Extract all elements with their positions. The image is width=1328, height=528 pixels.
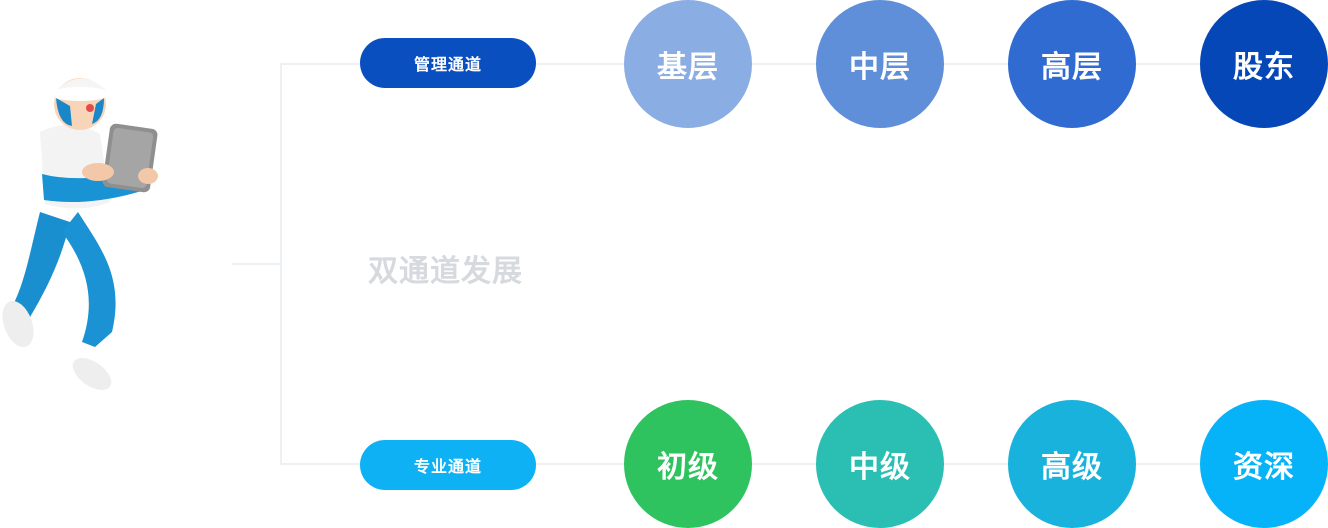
connector-bottom-branch <box>280 463 370 465</box>
person-with-tablet-illustration <box>2 78 158 390</box>
professional-level-4: 资深 <box>1200 400 1328 528</box>
professional-level-3: 高级 <box>1008 400 1136 528</box>
management-level-1: 基层 <box>624 0 752 128</box>
professional-level-1: 初级 <box>624 400 752 528</box>
professional-level-2: 中级 <box>816 400 944 528</box>
management-track-pill: 管理通道 <box>360 38 536 88</box>
professional-track-pill: 专业通道 <box>360 440 536 490</box>
connector-top-branch <box>280 63 370 65</box>
management-level-2: 中层 <box>816 0 944 128</box>
management-level-3: 高层 <box>1008 0 1136 128</box>
management-level-4: 股东 <box>1200 0 1328 128</box>
center-label: 双通道发展 <box>368 254 523 289</box>
connector-to-figure <box>232 263 282 265</box>
